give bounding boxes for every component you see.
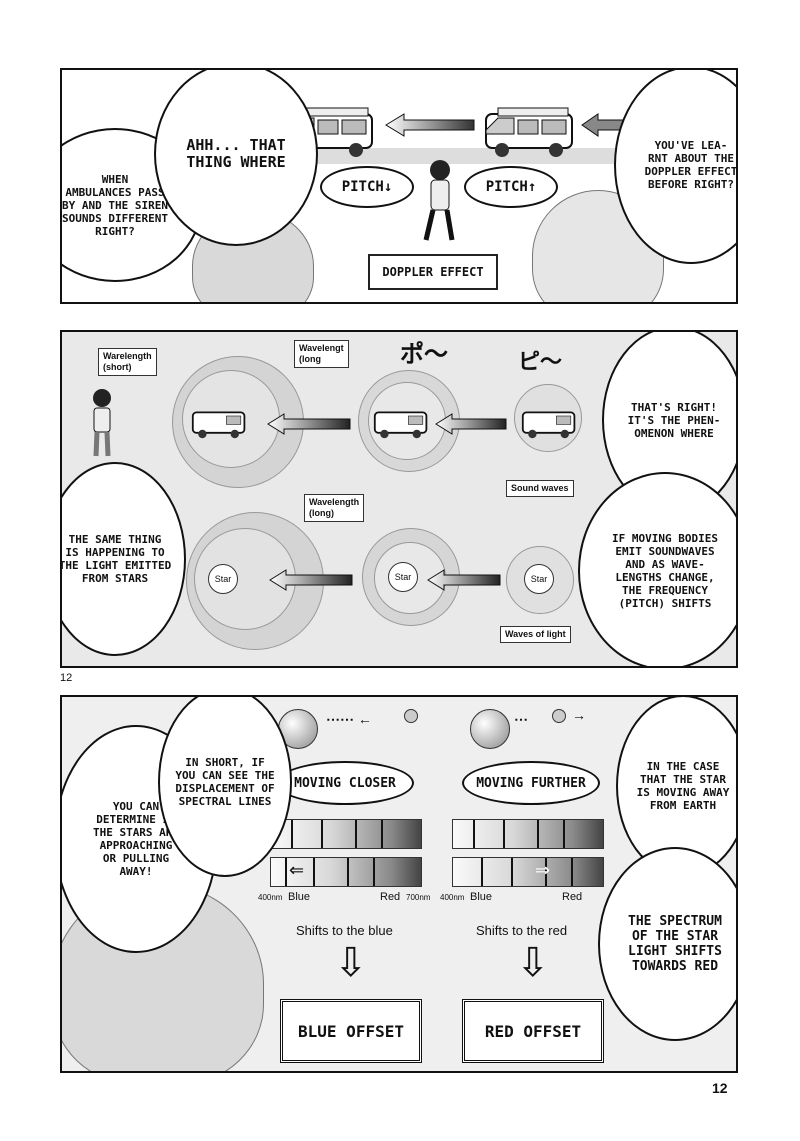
moving-further-pill: MOVING FURTHER: [462, 761, 600, 805]
speech-bubble-mid: IN SHORT, IF YOU CAN SEE THE DISPLACEMEN…: [158, 697, 292, 877]
star-dot-icon: [404, 709, 418, 723]
sfx-pi: ピ〜: [518, 349, 563, 374]
spectral-line: [373, 858, 375, 886]
label-wavelength-long-bottom: Wavelength (long): [304, 494, 365, 522]
spectral-line: [381, 820, 383, 848]
speech-text: AHH... THAT THING WHERE: [186, 136, 286, 171]
speech-text: THE SAME THING IS HAPPENING TO THE LIGHT…: [60, 533, 172, 585]
sound-waves-label: Sound waves: [506, 480, 574, 497]
label-text: Warelength (short): [103, 351, 152, 372]
spectral-line: [571, 858, 573, 886]
label-wavelength-short: Warelength (short): [98, 348, 157, 376]
speech-bubble-right-bottom: IF MOVING BODIES EMIT SOUNDWAVES AND AS …: [578, 472, 736, 666]
dots-left: ⋯⋯ ←: [326, 711, 372, 727]
spectral-line: [481, 858, 483, 886]
spectral-line: [473, 820, 475, 848]
blue-offset-box: BLUE OFFSET: [280, 999, 422, 1063]
ambulance-icon: [191, 411, 246, 439]
spectral-line: [563, 820, 565, 848]
moving-closer-pill: MOVING CLOSER: [276, 761, 414, 805]
spectral-line: [355, 820, 357, 848]
label-text: Wavelength (long): [309, 497, 360, 518]
ambulance-icon: [485, 107, 573, 157]
speech-text: THAT'S RIGHT! IT'S THE PHEN- OMENON WHER…: [627, 400, 721, 440]
speech-text: IN THE CASE THAT THE STAR IS MOVING AWAY…: [636, 760, 730, 812]
spectral-line: [321, 820, 323, 848]
label-wavelength-long-top: Wavelengt (long: [294, 340, 349, 368]
road: [202, 148, 732, 164]
down-arrow-icon: ⇩: [334, 941, 368, 985]
speech-text: WHEN AMBULANCES PASS BY AND THE SIREN SO…: [62, 172, 168, 238]
blue-label-right: Blue: [470, 891, 493, 903]
pitch-up-bubble: PITCH↑: [464, 166, 558, 208]
spectral-line: [537, 820, 539, 848]
spectral-line: [291, 820, 293, 848]
waves-of-light-label: Waves of light: [500, 626, 571, 643]
star-icon: Star: [524, 564, 554, 594]
shift-red-caption: Shifts to the red: [476, 923, 568, 938]
speech-text: IN SHORT, IF YOU CAN SEE THE DISPLACEMEN…: [175, 756, 275, 808]
doppler-effect-caption: DOPPLER EFFECT: [368, 254, 498, 290]
dots-right: ⋯: [514, 711, 528, 727]
red-offset-box: RED OFFSET: [462, 999, 604, 1063]
ambulance-icon: [373, 411, 428, 439]
spectrum-shifted-red: ⇒: [452, 857, 604, 887]
panel-doppler-intro: PITCH↓ PITCH↑ DOPPLER EFFECT WHEN AMBULA…: [60, 68, 738, 304]
arrow-left-icon: [427, 569, 501, 591]
pitch-down-bubble: PITCH↓: [320, 166, 414, 208]
nm400-left: 400nm: [258, 893, 283, 902]
arrow-left-icon: [269, 569, 353, 591]
spectral-line: [545, 858, 547, 886]
red-label-right: Red: [562, 891, 583, 903]
panel-spectral-shift: ⋯⋯ ← ⋯ → MOVING CLOSER MOVING FURTHER ⇐ …: [60, 695, 738, 1073]
star-dot-icon: [552, 709, 566, 723]
speech-text: THE SPECTRUM OF THE STAR LIGHT SHIFTS TO…: [628, 914, 722, 974]
speech-text: YOU'VE LEA- RNT ABOUT THE DOPPLER EFFECT…: [644, 139, 738, 191]
speech-bubble-left: THE SAME THING IS HAPPENING TO THE LIGHT…: [60, 462, 186, 656]
side-page-number: 12: [60, 672, 73, 684]
arrow-left-icon: [385, 113, 475, 137]
bottom-page-number: 12: [712, 1080, 728, 1096]
spectral-line: [285, 858, 287, 886]
spectrum-shifted-blue: ⇐: [270, 857, 422, 887]
star-icon: Star: [208, 564, 238, 594]
spectral-line: [511, 858, 513, 886]
ambulance-icon: [521, 411, 576, 439]
spectrum-reference-right: [452, 819, 604, 849]
spectral-line: [503, 820, 505, 848]
speech-bubble-left-big: AHH... THAT THING WHERE: [154, 70, 318, 246]
star-icon: Star: [388, 562, 418, 592]
pedestrian-figure: [423, 160, 455, 241]
sfx-po: ポ〜: [400, 341, 448, 368]
arrow-right-small: →: [572, 707, 586, 723]
blue-label-left: Blue: [288, 891, 311, 903]
shift-blue-caption: Shifts to the blue: [296, 923, 393, 938]
speech-bubble-right: YOU'VE LEA- RNT ABOUT THE DOPPLER EFFECT…: [614, 70, 738, 264]
earth-icon: [470, 709, 510, 749]
speech-text: YOU CAN DETERMINE IF THE STARS ARE APPRO…: [92, 800, 179, 878]
arrow-left-icon: [435, 413, 507, 435]
arrow-right-icon: ⇒: [535, 860, 551, 880]
nm700-left: 700nm: [406, 893, 431, 902]
spectral-line: [313, 858, 315, 886]
red-label-left: Red: [380, 891, 401, 903]
arrow-left-icon: ⇐: [289, 860, 305, 880]
panel-wave-diagram: Warelength (short) Wavelengt (long ポ〜 ピ〜…: [60, 330, 738, 668]
speech-bubble-right-bottom: THE SPECTRUM OF THE STAR LIGHT SHIFTS TO…: [598, 847, 736, 1041]
label-text: Wavelengt (long: [299, 343, 344, 364]
nm400-right: 400nm: [440, 893, 465, 902]
spectral-line: [347, 858, 349, 886]
listener-figure: [93, 389, 111, 457]
speech-text: IF MOVING BODIES EMIT SOUNDWAVES AND AS …: [612, 532, 718, 610]
down-arrow-icon: ⇩: [516, 941, 550, 985]
arrow-left-icon: [267, 413, 351, 435]
spectrum-reference-left: [270, 819, 422, 849]
